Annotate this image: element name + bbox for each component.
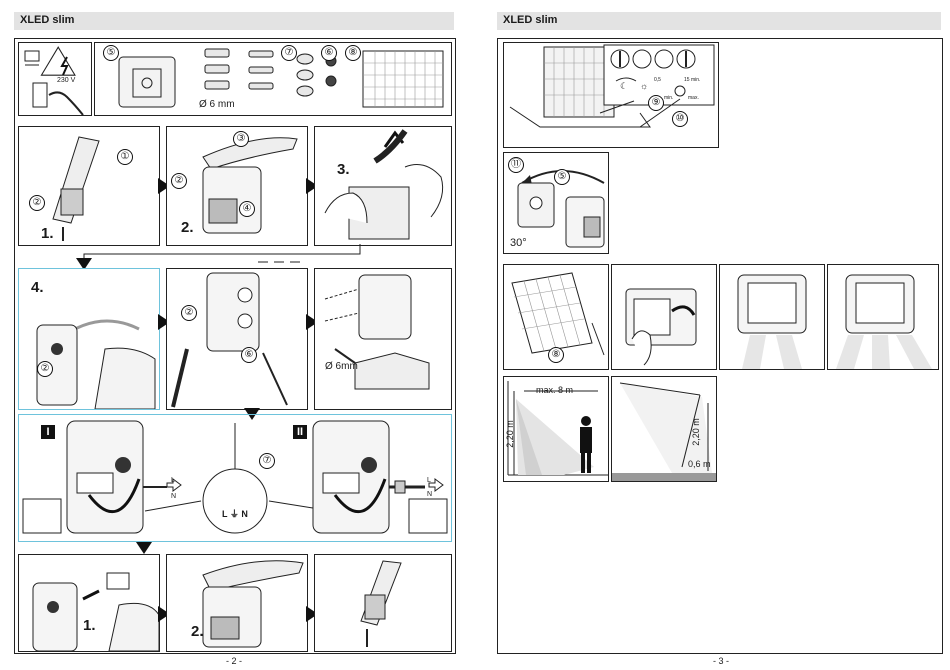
max-range-label: max. 8 m xyxy=(536,385,574,395)
callout-6: ⑥ xyxy=(321,45,337,61)
callout-7: ⑦ xyxy=(281,45,297,61)
callout-9: ⑨ xyxy=(648,95,664,111)
drill-illustration xyxy=(324,274,430,390)
panel-mask-result-2 xyxy=(827,264,939,370)
moon-icon: ☾ xyxy=(620,81,629,91)
wire-label-L-2: L xyxy=(427,477,431,484)
reassemble-2-illustration xyxy=(202,560,304,648)
rotation-illustration xyxy=(517,170,605,248)
offset-label: 0,6 m xyxy=(688,459,711,469)
panel-mask-result-1 xyxy=(719,264,825,370)
panel-drill: Ø 6mm xyxy=(314,268,452,410)
callout-2b: ② xyxy=(171,173,187,189)
callout-2d: ② xyxy=(181,305,197,321)
step-label-2: 2. xyxy=(181,219,194,236)
callout-5b: ⑤ xyxy=(554,169,570,185)
panel-settings: ☾ ☼ 0,5 15 min. min. max. ⑨ ⑩ xyxy=(503,42,719,148)
page-header-left: XLED slim xyxy=(14,12,454,30)
variant-label-2: II xyxy=(293,425,307,439)
mask-sheet-illustration xyxy=(511,272,605,356)
panel-step-4: 4. ② xyxy=(18,268,160,410)
height-label-2: 2,20 m xyxy=(690,418,701,446)
height-label: 2,20 m xyxy=(504,420,515,448)
drill-diameter-label: Ø 6 mm xyxy=(199,99,235,110)
flow-arrow-down xyxy=(136,542,152,554)
terminal-pull-illustration xyxy=(324,129,444,240)
step-label-1: 1. xyxy=(41,225,54,242)
power-off-illustration xyxy=(24,46,84,115)
wire-label-N-2: N xyxy=(427,491,433,498)
terminal-labels: L ⏚ N xyxy=(222,509,248,519)
panel-mask-sheet: ⑧ xyxy=(503,264,609,370)
sun-icon: ☼ xyxy=(640,81,649,91)
page-right: XLED slim ☾ ☼ xyxy=(475,0,950,670)
mask-insert-illustration xyxy=(625,288,697,366)
panel-step-3: 3. xyxy=(314,126,452,246)
flow-arrow-down xyxy=(76,258,92,270)
dial-min-label: min. xyxy=(664,95,674,101)
parts-illustration xyxy=(118,48,444,108)
callout-4: ④ xyxy=(239,201,255,217)
callout-2: ② xyxy=(29,195,45,211)
voltage-label: 230 V xyxy=(57,77,76,84)
mask-result-2-illustration xyxy=(836,274,932,369)
panel-range-side: max. 8 m 2,20 m xyxy=(503,376,609,482)
panel-reassemble-2: 2. xyxy=(166,554,308,652)
settings-illustration xyxy=(509,44,715,128)
dial-15min-label: 15 min. xyxy=(684,77,701,83)
wire-label-N: N xyxy=(171,493,177,500)
step-label-4: 4. xyxy=(31,279,44,296)
page-header-right: XLED slim xyxy=(497,12,941,30)
panel-range-corner: 2,20 m 0,6 m xyxy=(611,376,717,482)
callout-8b: ⑧ xyxy=(548,347,564,363)
page-number-right: - 3 - xyxy=(713,656,730,666)
mask-result-1-illustration xyxy=(737,274,807,369)
panel-parts: ⑤ xyxy=(94,42,452,116)
wiring-band: I II L ⏚ N L N L N ⑦ xyxy=(18,414,452,542)
variant-label-1: I xyxy=(41,425,55,439)
callout-3: ③ xyxy=(233,131,249,147)
callout-8: ⑧ xyxy=(345,45,361,61)
panel-step-2: ③ ② ④ 2. xyxy=(166,126,308,246)
panel-base-plate: ② ⑥ xyxy=(166,268,308,410)
panel-step-1: ① ② 1. xyxy=(18,126,160,246)
mount-illustration xyxy=(36,319,156,409)
drill-diameter-label-2: Ø 6mm xyxy=(325,361,358,372)
page-title-left: XLED slim xyxy=(20,14,75,26)
page-left: XLED slim 230 V ⑤ xyxy=(14,12,456,666)
step-label-b1: 1. xyxy=(83,617,96,634)
panel-reassemble-1: 1. xyxy=(18,554,160,652)
reassemble-1-illustration xyxy=(32,572,159,651)
dial-max-label: max. xyxy=(688,95,699,101)
callout-2c: ② xyxy=(37,361,53,377)
range-corner-illustration xyxy=(612,382,716,481)
base-plate-illustration xyxy=(171,272,288,408)
reassemble-3-illustration xyxy=(360,560,402,647)
lamp-unscrew-illustration xyxy=(52,136,100,241)
callout-11: ⑪ xyxy=(508,157,524,173)
callout-10: ⑩ xyxy=(672,111,688,127)
callout-7b: ⑦ xyxy=(259,453,275,469)
panel-reassemble-3 xyxy=(314,554,452,652)
callout-1: ① xyxy=(117,149,133,165)
panel-rotation: ⑪ ⑤ 30° xyxy=(503,152,609,254)
callout-6b: ⑥ xyxy=(241,347,257,363)
callout-5: ⑤ xyxy=(103,45,119,61)
page-title-right: XLED slim xyxy=(503,14,558,26)
wire-label-L: L xyxy=(171,477,175,484)
range-side-illustration xyxy=(507,381,608,476)
angle-label: 30° xyxy=(510,237,527,249)
step-label-b2: 2. xyxy=(191,623,204,640)
panel-power-off: 230 V xyxy=(18,42,92,116)
wiring-illustration xyxy=(22,420,448,534)
page-number-left: - 2 - xyxy=(226,656,243,666)
panel-mask-insert xyxy=(611,264,717,370)
dial-5s-label: 0,5 xyxy=(654,77,661,83)
step-label-3: 3. xyxy=(337,161,350,178)
